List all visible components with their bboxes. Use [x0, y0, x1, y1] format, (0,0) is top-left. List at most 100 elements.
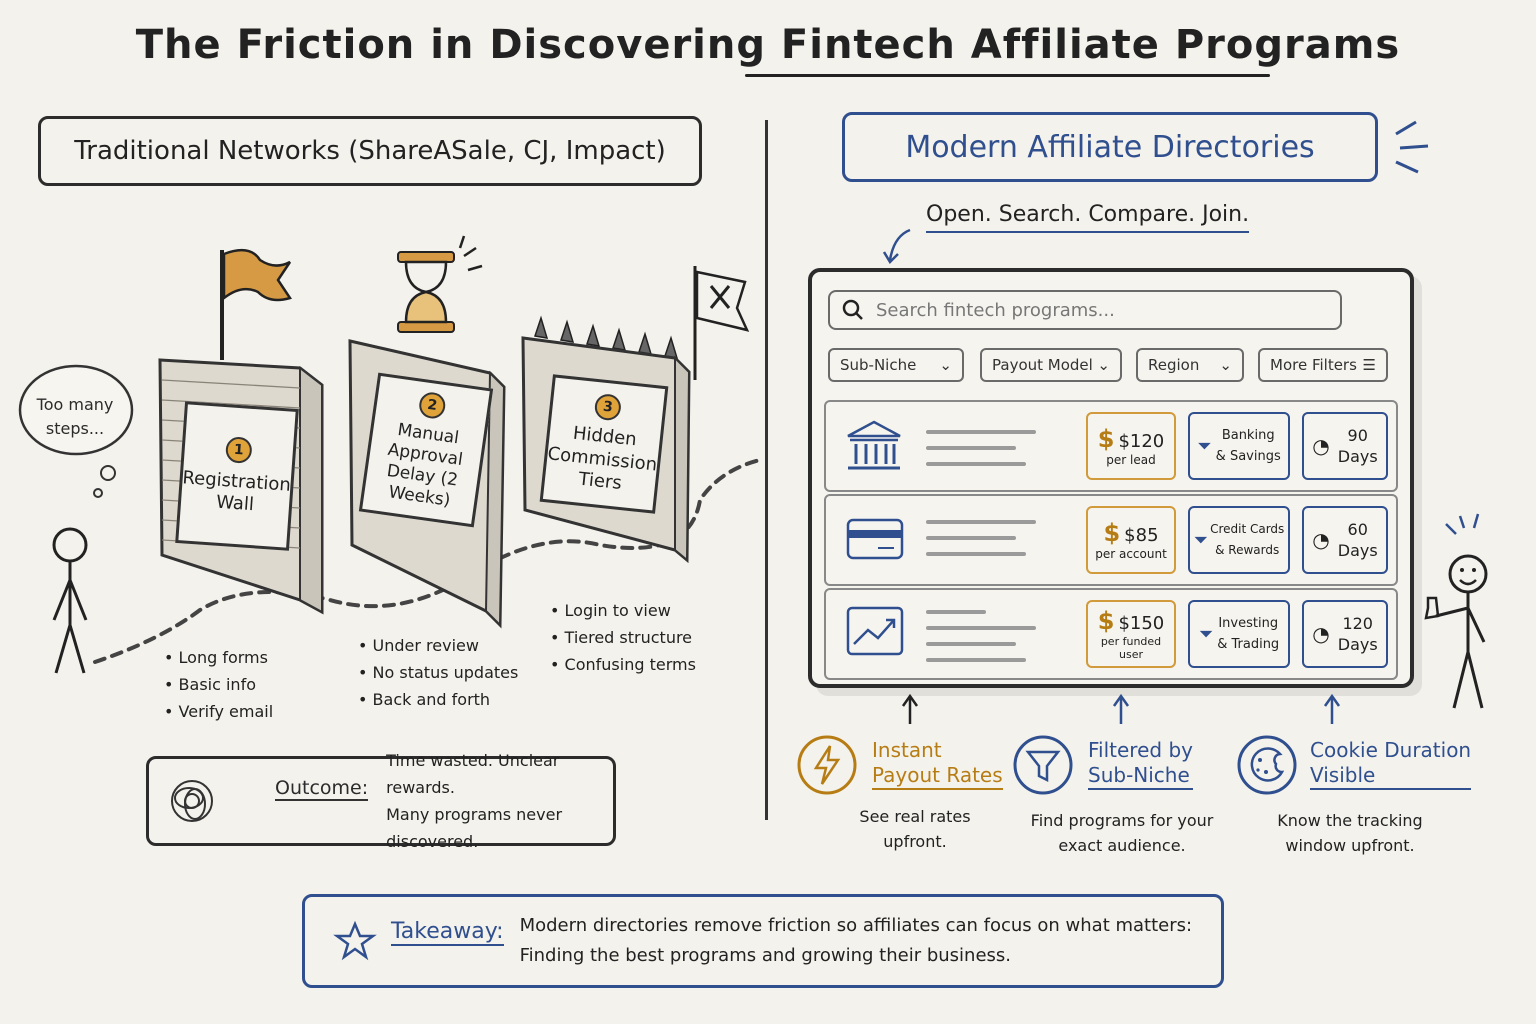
outcome-text: Time wasted. Unclear rewards. Many progr…	[386, 747, 613, 855]
bank-icon	[847, 420, 901, 470]
page-title: The Friction in Discovering Fintech Affi…	[135, 22, 1401, 68]
filter-sub-niche[interactable]: Sub-Niche ⌄	[828, 348, 964, 382]
filter-more[interactable]: More Filters ☰	[1258, 348, 1388, 382]
tangle-icon	[171, 780, 213, 822]
placeholder-line	[926, 520, 1036, 524]
search-input[interactable]: Search fintech programs...	[828, 290, 1342, 330]
chevron-down-icon: ⌄	[1219, 356, 1232, 374]
happy-person-icon	[1424, 513, 1488, 709]
placeholder-line	[926, 610, 986, 614]
bullet-item: Basic info	[164, 671, 273, 698]
filter-label: Sub-Niche	[840, 356, 917, 374]
takeaway-line: Finding the best programs and growing th…	[519, 945, 1011, 966]
niche-line: Banking	[1221, 428, 1275, 443]
program-row[interactable]: $$150 per funded user ⏷ Investing & Tradi…	[824, 588, 1398, 680]
placeholder-line	[926, 642, 1016, 646]
bullet-item: Confusing terms	[550, 651, 696, 678]
lightning-icon	[797, 735, 857, 795]
cookie-icon: ◔	[1312, 434, 1330, 458]
program-row[interactable]: $$85 per account ⏷ Credit Cards& Rewards…	[824, 494, 1398, 586]
funnel-icon: ⏷	[1193, 529, 1209, 551]
bullet-item: Long forms	[164, 644, 273, 671]
outcome-label: Outcome:	[275, 777, 369, 801]
funnel-icon	[1013, 735, 1073, 795]
outcome-line: Time wasted. Unclear rewards.	[386, 751, 560, 797]
thought-text: Too many steps...	[36, 395, 114, 438]
placeholder-line	[926, 536, 1016, 540]
feature-cookie-title: Cookie Duration Visible	[1310, 738, 1472, 790]
takeaway-text: Modern directories remove friction so af…	[520, 911, 1193, 971]
feature-desc-line: See real rates	[859, 807, 971, 826]
filter-region[interactable]: Region ⌄	[1136, 348, 1244, 382]
chart-trend-icon	[846, 606, 904, 656]
outcome-box: Outcome: Time wasted. Unclear rewards. M…	[146, 751, 616, 851]
approval-bullets: Under review No status updates Back and …	[358, 632, 519, 713]
cookie-days-label: Days	[1337, 635, 1378, 654]
placeholder-line	[926, 446, 1016, 450]
search-placeholder: Search fintech programs...	[876, 299, 1115, 321]
cookie-days-label: Days	[1337, 447, 1378, 466]
funnel-icon: ⏷	[1197, 435, 1212, 457]
niche-line: & Savings	[1215, 449, 1281, 464]
payout-rate-badge: $$150 per funded user	[1086, 600, 1176, 668]
payout-rate-badge: $$120 per lead	[1086, 412, 1176, 480]
title-underline	[745, 74, 1270, 77]
placeholder-line	[926, 462, 1026, 466]
star-icon	[333, 920, 377, 961]
placeholder-line	[926, 658, 1026, 662]
bullet-item: No status updates	[358, 659, 519, 686]
payout-value: $150	[1118, 613, 1165, 634]
niche-line: & Trading	[1217, 637, 1280, 652]
bullet-item: Verify email	[164, 698, 274, 725]
filter-label: Payout Model	[992, 356, 1093, 374]
chevron-down-icon: ⌄	[939, 356, 952, 374]
niche-line: & Rewards	[1215, 543, 1280, 557]
placeholder-line	[926, 552, 1026, 556]
feature-title-line: Cookie Duration	[1310, 738, 1472, 762]
curved-arrow-icon	[882, 228, 911, 265]
frustrated-person-icon	[52, 527, 88, 674]
cookie-days: 120	[1342, 614, 1373, 633]
takeaway-label: Takeaway:	[391, 919, 504, 946]
payout-rate-badge: $$85 per account	[1086, 506, 1176, 574]
cookie-days-label: Days	[1337, 541, 1378, 560]
payout-value: $85	[1124, 525, 1159, 546]
payout-unit: per lead	[1106, 453, 1156, 467]
outcome-line: Many programs never discovered.	[386, 805, 563, 851]
feature-desc-line: upfront.	[883, 832, 947, 851]
filter-payout-model[interactable]: Payout Model ⌄	[980, 348, 1122, 382]
feature-desc-line: window upfront.	[1285, 836, 1415, 855]
funnel-icon: ⏷	[1198, 623, 1214, 645]
placeholder-line	[926, 626, 1036, 630]
feature-title-line: Payout Rates	[872, 763, 1003, 787]
search-icon	[842, 299, 863, 320]
cookie-icon: ◔	[1312, 622, 1330, 646]
takeaway-box: Takeaway: Modern directories remove fric…	[302, 894, 1224, 988]
filter-label: Region	[1148, 356, 1200, 374]
cookie-icon	[1237, 735, 1297, 795]
takeaway-line: Modern directories remove friction so af…	[519, 915, 1193, 936]
feature-title-line: Sub-Niche	[1088, 763, 1190, 787]
niche-badge: ⏷ Banking & Savings	[1188, 412, 1290, 480]
hourglass-icon	[397, 235, 483, 333]
feature-payout-desc: See real rates upfront.	[840, 804, 990, 854]
placeholder-line	[926, 430, 1036, 434]
niche-badge: ⏷ Investing & Trading	[1188, 600, 1290, 668]
feature-desc-line: exact audience.	[1058, 836, 1186, 855]
cookie-days: 90	[1347, 426, 1368, 445]
bullet-item: Login to view	[550, 597, 696, 624]
filter-lines-icon: ☰	[1362, 356, 1376, 374]
niche-line: Investing	[1218, 616, 1279, 631]
feature-title-line: Instant	[872, 738, 942, 762]
registration-bullets: Long forms Basic info Verify email	[164, 644, 274, 725]
payout-value: $120	[1118, 431, 1165, 452]
cookie-days: 60	[1347, 520, 1368, 539]
traditional-networks-header: Traditional Networks (ShareASale, CJ, Im…	[38, 116, 702, 186]
feature-cookie-desc: Know the tracking window upfront.	[1262, 808, 1438, 858]
thought-bubble	[18, 364, 134, 498]
